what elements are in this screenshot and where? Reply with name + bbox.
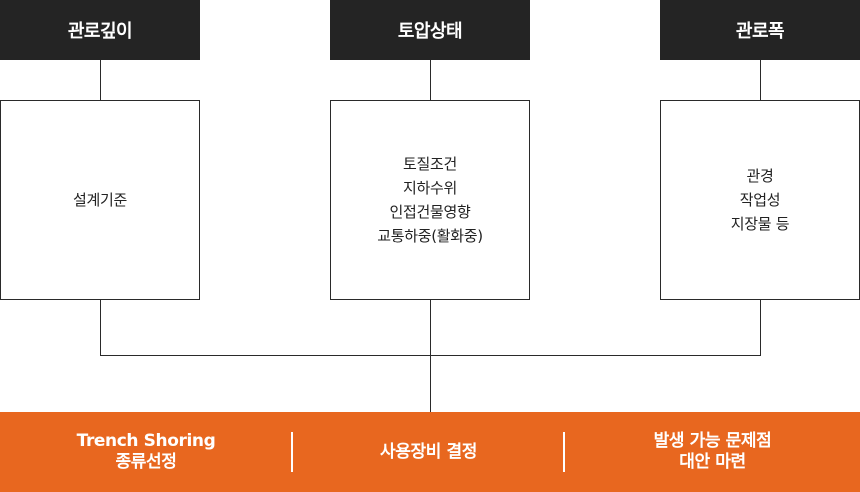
connector-line	[430, 60, 431, 100]
box-item: 지하수위	[402, 179, 457, 197]
result-problems: 발생 가능 문제점 대안 마련	[565, 412, 860, 492]
box-earth-pressure: 토질조건 지하수위 인접건물영향 교통하중(활화중)	[330, 100, 530, 300]
merge-line-center	[430, 300, 431, 412]
result-shoring-selection: Trench Shoring 종류선정	[0, 412, 292, 492]
header-pipe-depth: 관로깊이	[0, 0, 200, 60]
bar-divider	[563, 432, 565, 472]
box-item: 관경	[746, 167, 774, 185]
result-bar: Trench Shoring 종류선정 사용장비 결정 발생 가능 문제점 대안…	[0, 412, 860, 492]
result-line: 사용장비 결정	[380, 441, 477, 462]
result-line: 종류선정	[115, 452, 177, 472]
connector-line	[100, 60, 101, 100]
box-item: 토질조건	[402, 155, 457, 173]
header-label: 관로폭	[735, 21, 785, 42]
header-label: 토압상태	[397, 21, 463, 42]
box-item: 설계기준	[72, 191, 127, 209]
box-pipe-depth: 설계기준	[0, 100, 200, 300]
merge-line-left	[100, 300, 101, 356]
header-earth-pressure: 토압상태	[330, 0, 530, 60]
box-item: 교통하중(활화중)	[377, 227, 483, 245]
result-equipment: 사용장비 결정	[293, 412, 564, 492]
merge-line-horizontal	[100, 355, 761, 356]
merge-line-right	[760, 300, 761, 356]
bar-divider	[291, 432, 293, 472]
result-line: 대안 마련	[679, 452, 746, 472]
header-label: 관로깊이	[67, 21, 133, 42]
result-line: Trench Shoring	[76, 431, 216, 451]
header-pipe-width: 관로폭	[660, 0, 860, 60]
box-item: 작업성	[739, 191, 781, 209]
result-line: 발생 가능 문제점	[653, 431, 772, 451]
box-pipe-width: 관경 작업성 지장물 등	[660, 100, 860, 300]
connector-line	[760, 60, 761, 100]
box-item: 인접건물영향	[389, 203, 471, 221]
box-item: 지장물 등	[730, 215, 790, 233]
